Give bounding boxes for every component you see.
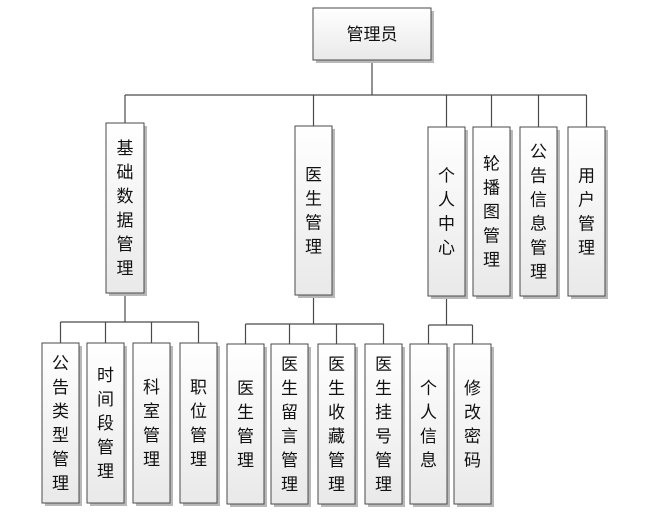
node-box (105, 122, 145, 294)
node-label: 修改密码 (464, 379, 481, 471)
node-box (567, 126, 606, 297)
node-box (317, 343, 356, 505)
leaf-node: 时间段管理 (86, 342, 127, 506)
node-box (226, 343, 265, 505)
node-box (179, 342, 218, 504)
group-node: 个人中心 (427, 126, 468, 299)
leaf-node: 科室管理 (132, 342, 173, 506)
group-node: 用户管理 (567, 126, 608, 299)
node-label: 个人信息 (420, 379, 437, 471)
node-box (364, 343, 403, 505)
node-label: 公告信息管理 (530, 143, 547, 283)
node-label: 个人中心 (438, 167, 455, 259)
node-box (86, 342, 125, 504)
node-label: 基础数据管理 (117, 139, 134, 279)
connector-lines (59, 60, 588, 344)
node-label: 医生管理 (237, 379, 254, 471)
node-box (409, 343, 448, 505)
node-label: 医生留言管理 (281, 355, 298, 495)
leaf-node: 医生留言管理 (270, 343, 311, 507)
leaf-node: 职位管理 (179, 342, 220, 506)
leaf-node: 医生挂号管理 (364, 343, 405, 507)
node-box (41, 342, 80, 504)
node-box (519, 126, 558, 297)
node-label: 科室管理 (143, 378, 160, 470)
node-box (312, 7, 432, 61)
node-label: 医生收藏管理 (328, 355, 345, 495)
node-label: 用户管理 (578, 167, 595, 259)
node-label: 轮播图管理 (483, 155, 500, 271)
node-label: 管理员 (347, 25, 398, 45)
root-node: 管理员 (312, 7, 434, 63)
node-label: 医生管理 (305, 166, 322, 258)
leaf-node: 修改密码 (453, 343, 494, 507)
node-box (453, 343, 492, 505)
node-label: 医生挂号管理 (375, 355, 392, 495)
group-node: 公告信息管理 (519, 126, 560, 299)
leaf-node: 医生收藏管理 (317, 343, 358, 507)
group-node: 基础数据管理 (105, 122, 147, 296)
node-label: 时间段管理 (97, 366, 114, 482)
group-node: 轮播图管理 (472, 126, 513, 299)
leaf-node: 个人信息 (409, 343, 450, 507)
group-node: 医生管理 (294, 125, 335, 298)
leaf-node: 公告类型管理 (41, 342, 82, 506)
node-box (132, 342, 171, 504)
node-box (294, 125, 333, 296)
leaf-node: 医生管理 (226, 343, 267, 507)
node-label: 公告类型管理 (52, 354, 69, 494)
node-box (427, 126, 466, 297)
diagram-nodes: 管理员基础数据管理公告类型管理时间段管理科室管理职位管理医生管理医生管理医生留言… (41, 7, 608, 507)
node-box (472, 126, 511, 297)
node-box (270, 343, 309, 505)
node-label: 职位管理 (190, 378, 207, 470)
